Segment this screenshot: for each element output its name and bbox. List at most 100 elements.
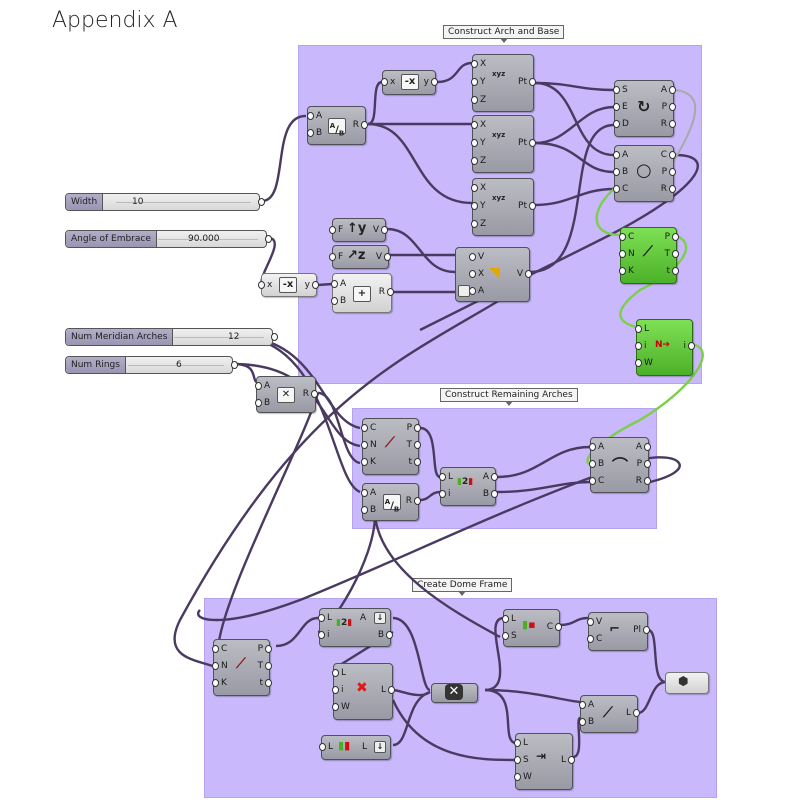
insert-items-component-green[interactable]: L i W N➔ i: [634, 319, 694, 376]
angle-slider-value[interactable]: 90.000: [188, 234, 220, 244]
port-a[interactable]: A: [306, 111, 323, 121]
angle-of-embrace-slider[interactable]: Angle of Embrace 90.000: [65, 230, 272, 248]
port-v[interactable]: V: [375, 252, 392, 262]
port-r[interactable]: R: [378, 287, 395, 297]
port-b[interactable]: B: [377, 630, 394, 640]
port-a[interactable]: A: [612, 150, 629, 160]
port-t[interactable]: T: [257, 661, 271, 671]
port-c[interactable]: C: [612, 184, 629, 194]
split-list-component-2[interactable]: L i ▮2▮ A ↓ B: [317, 608, 394, 647]
port-b[interactable]: B: [360, 505, 377, 515]
port-l-out[interactable]: L: [560, 755, 576, 765]
port-pt[interactable]: Pt: [518, 77, 536, 87]
division-component[interactable]: A B A/B R: [306, 106, 369, 145]
construct-point-component-3[interactable]: X Y Z xyz Pt: [470, 178, 536, 236]
port-p[interactable]: P: [257, 644, 274, 654]
port-p[interactable]: P: [661, 167, 678, 177]
arc-3pt-component[interactable]: A B C ⌒ A P R: [588, 437, 653, 493]
degrees-toggle-icon[interactable]: [458, 285, 470, 297]
port-r[interactable]: R: [660, 184, 677, 194]
construct-point-component-2[interactable]: X Y Z xyz Pt: [470, 115, 536, 173]
port-z[interactable]: Z: [470, 219, 487, 229]
port-a[interactable]: A: [588, 442, 605, 452]
port-r[interactable]: R: [405, 496, 422, 506]
port-x[interactable]: X: [468, 269, 485, 279]
port-v[interactable]: V: [468, 252, 485, 262]
port-n[interactable]: N: [619, 249, 635, 259]
port-a[interactable]: A: [482, 472, 499, 482]
port-c[interactable]: C: [360, 423, 377, 433]
port-l-out[interactable]: L: [380, 685, 396, 695]
port-y[interactable]: Y: [471, 77, 486, 87]
port-l[interactable]: L: [331, 668, 347, 678]
port-c[interactable]: C: [588, 476, 605, 486]
port-b[interactable]: B: [254, 398, 271, 408]
port-n[interactable]: N: [212, 661, 228, 671]
port-l[interactable]: L: [513, 738, 529, 748]
port-c[interactable]: C: [618, 232, 635, 242]
port-k[interactable]: K: [212, 678, 227, 688]
port-f[interactable]: F: [328, 252, 344, 262]
port-b[interactable]: B: [578, 717, 595, 727]
geometry-parameter[interactable]: ⬢: [665, 672, 709, 694]
port-c[interactable]: C: [586, 634, 603, 644]
port-v[interactable]: V: [586, 617, 603, 627]
port-pl[interactable]: Pl: [633, 625, 650, 635]
port-t-param[interactable]: t: [259, 678, 271, 688]
port-v[interactable]: V: [372, 225, 389, 235]
port-t-param[interactable]: t: [666, 266, 678, 276]
unit-z-component[interactable]: F ↗z V: [328, 245, 392, 269]
port-b[interactable]: B: [588, 459, 605, 469]
port-y[interactable]: y: [423, 77, 439, 87]
cross-reference-component[interactable]: L S ▮▪ C: [501, 609, 563, 647]
port-k[interactable]: K: [619, 266, 634, 276]
unit-y-component[interactable]: F ↑y V: [328, 218, 389, 242]
port-y[interactable]: Y: [471, 201, 486, 211]
port-x[interactable]: X: [470, 183, 487, 193]
port-i[interactable]: i: [333, 685, 344, 695]
negative-component-2[interactable]: x -x y: [257, 273, 320, 297]
port-c[interactable]: C: [211, 644, 228, 654]
port-a-out[interactable]: A: [635, 442, 652, 452]
rings-slider-value[interactable]: 6: [176, 360, 182, 370]
polyline-component[interactable]: V C ⌐ Pl: [586, 612, 650, 651]
port-r[interactable]: R: [302, 389, 319, 399]
port-p[interactable]: P: [661, 102, 678, 112]
rotate-vector-component[interactable]: V X A ◥ V: [455, 247, 533, 302]
flatten-toggle-icon[interactable]: ↓: [374, 612, 386, 624]
port-b[interactable]: B: [482, 489, 499, 499]
port-x[interactable]: X: [470, 59, 487, 69]
port-n[interactable]: N: [361, 440, 377, 450]
port-p[interactable]: P: [664, 232, 681, 242]
port-w[interactable]: W: [514, 772, 532, 782]
port-s[interactable]: S: [502, 631, 517, 641]
port-pt[interactable]: Pt: [518, 201, 536, 211]
port-pt[interactable]: Pt: [518, 138, 536, 148]
cull-index-component[interactable]: L i W ✖ L: [331, 663, 396, 720]
port-c[interactable]: C: [546, 622, 563, 632]
port-w[interactable]: W: [635, 358, 653, 368]
port-a[interactable]: A: [468, 286, 485, 296]
reverse-list-component[interactable]: L ▮▮ L ↓: [318, 735, 391, 760]
negative-component[interactable]: x -x y: [380, 70, 439, 95]
port-l[interactable]: L: [317, 613, 333, 623]
port-i[interactable]: i: [440, 489, 451, 499]
port-i[interactable]: i: [319, 630, 330, 640]
port-c-out[interactable]: C: [660, 150, 677, 160]
divide-curve-component-3[interactable]: C N K ⟋ P T t: [211, 639, 274, 696]
line-component[interactable]: A B ⟋ L: [578, 695, 641, 733]
port-a[interactable]: A: [360, 613, 367, 623]
port-l[interactable]: L: [438, 472, 454, 482]
port-b[interactable]: B: [612, 167, 629, 177]
port-d[interactable]: D: [613, 119, 629, 129]
port-r[interactable]: R: [352, 120, 369, 130]
port-f[interactable]: F: [328, 225, 344, 235]
circle-3pt-component[interactable]: A B C ○ C P R: [612, 145, 678, 202]
port-x[interactable]: X: [470, 120, 487, 130]
port-a[interactable]: A: [330, 279, 347, 289]
arc-sed-component[interactable]: S E D ↻ A P R: [613, 80, 678, 137]
port-l[interactable]: L: [318, 742, 334, 752]
port-a[interactable]: A: [360, 488, 377, 498]
divide-curve-component-2[interactable]: C N K ⟋ P T t: [360, 418, 423, 475]
port-t[interactable]: T: [406, 440, 420, 450]
